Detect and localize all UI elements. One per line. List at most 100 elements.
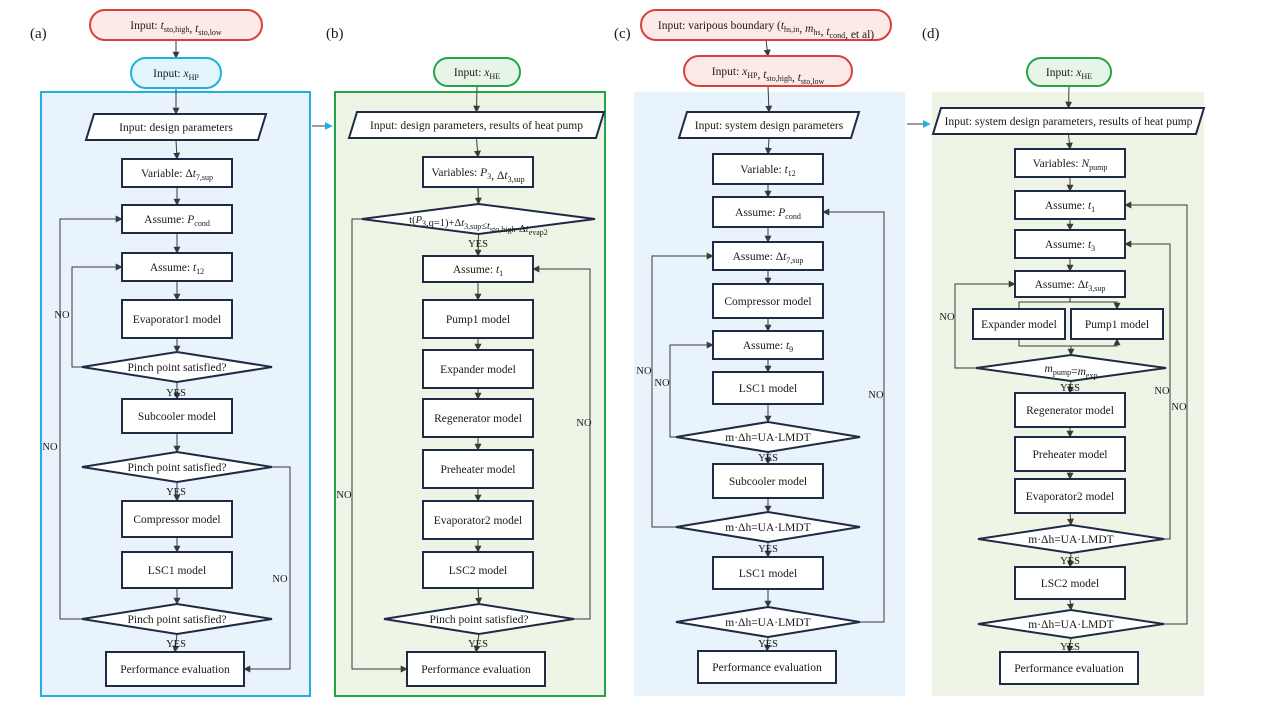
edge-b-e1 xyxy=(473,85,481,113)
label-subscript: 12 xyxy=(788,169,796,178)
label-part: , xyxy=(757,69,763,81)
label-subscript: 1 xyxy=(1091,205,1095,214)
node-a-perf-label: Performance evaluation xyxy=(120,664,230,676)
label-part: m xyxy=(805,23,813,35)
node-c-perf-label: Performance evaluation xyxy=(712,662,822,674)
node-c-var-label: Variable: t12 xyxy=(740,164,796,178)
label-part: P xyxy=(479,167,487,179)
node-d-dt3: Assume: Δt3,sup xyxy=(1014,270,1126,298)
node-d-pre-label: Preheater model xyxy=(1032,449,1107,461)
node-c-in3-label: Input: system design parameters xyxy=(695,120,844,132)
edge-b-e2b xyxy=(474,186,482,205)
label-part: t xyxy=(1088,239,1092,251)
node-b-pp-label: Pinch point satisfied? xyxy=(429,614,528,626)
label-subscript: 3,sup xyxy=(464,222,481,231)
label-part: Regenerator model xyxy=(1026,405,1114,417)
node-c-lsc1b: LSC1 model xyxy=(712,556,824,590)
label-part: t xyxy=(781,20,785,32)
node-d-t1-label: Assume: t1 xyxy=(1045,200,1095,214)
node-c-var: Variable: t12 xyxy=(712,153,824,185)
label-part: t xyxy=(1088,200,1092,212)
label-part: t( xyxy=(409,215,416,226)
node-d-ev2: Evaporator2 model xyxy=(1014,478,1126,514)
edge-label-a-e10: YES xyxy=(166,487,186,498)
label-subscript: sto,low xyxy=(801,77,825,86)
label-part: LSC1 model xyxy=(739,383,797,395)
edge-a-no2 xyxy=(59,215,123,620)
node-d-d2: m·Δh=UA·LMDT xyxy=(977,608,1165,640)
label-part: t xyxy=(526,224,530,235)
label-subscript: HP xyxy=(747,71,758,80)
edge-d-no3 xyxy=(1124,201,1188,625)
label-part: m xyxy=(1078,366,1086,378)
node-d-var-label: Variables: Npump xyxy=(1033,158,1108,172)
edge-label-d-e14: YES xyxy=(1060,642,1080,653)
edge-label-a-e8: YES xyxy=(166,388,186,399)
label-part: Input: system design parameters xyxy=(695,120,844,132)
label-subscript: hs,in xyxy=(784,25,799,34)
label-subscript: 12 xyxy=(196,267,204,276)
label-subscript: 9 xyxy=(789,345,793,354)
node-d-perf: Performance evaluation xyxy=(999,651,1139,685)
node-b-reg: Regenerator model xyxy=(422,398,534,438)
node-a-lsc1-label: LSC1 model xyxy=(148,565,206,577)
node-c-lsc1-label: LSC1 model xyxy=(739,383,797,395)
edge-label-d-no1: NO xyxy=(939,312,955,323)
edge-label-c-e13: YES xyxy=(758,639,778,650)
edge-c-e2 xyxy=(765,85,773,113)
label-part: , xyxy=(799,23,805,35)
label-subscript: 7,sup xyxy=(196,173,213,182)
node-b-lsc2: LSC2 model xyxy=(422,551,534,589)
node-a-t12-label: Assume: t12 xyxy=(150,262,204,276)
node-d-t1: Assume: t1 xyxy=(1014,190,1126,220)
label-part: x xyxy=(741,66,748,78)
node-b-pp: Pinch point satisfied? xyxy=(383,602,575,636)
node-d-lsc2-label: LSC2 model xyxy=(1041,578,1099,590)
edge-label-a-no3: NO xyxy=(272,574,288,585)
label-part: t xyxy=(487,221,491,232)
label-part: Assume: Δ xyxy=(733,251,784,263)
label-part: Subcooler model xyxy=(138,411,216,423)
node-b-in1: Input: xHE xyxy=(433,57,521,87)
label-subscript: cond xyxy=(785,212,801,221)
node-d-mm-label: mpump=mexp xyxy=(1045,363,1098,380)
node-c-d3-label: m·Δh=UA·LMDT xyxy=(725,617,810,629)
edge-b-e11 xyxy=(473,633,481,653)
label-part: Performance evaluation xyxy=(120,664,230,676)
label-part: Subcooler model xyxy=(729,476,807,488)
edge-d-e11 xyxy=(1066,512,1074,526)
edge-c-no1 xyxy=(669,341,714,438)
label-part: Input: xyxy=(454,67,484,79)
node-b-ev2-label: Evaporator2 model xyxy=(434,515,522,527)
label-part: ,q=1)+Δ xyxy=(426,218,461,229)
node-c-comp: Compressor model xyxy=(712,283,824,319)
node-b-t1-label: Assume: t1 xyxy=(453,264,503,278)
node-b-pre-label: Preheater model xyxy=(440,464,515,476)
node-a-sub: Subcooler model xyxy=(121,398,233,434)
node-a-sub-label: Subcooler model xyxy=(138,411,216,423)
node-d-reg: Regenerator model xyxy=(1014,392,1126,428)
label-part: Expander model xyxy=(981,319,1057,331)
label-part: t xyxy=(763,69,767,81)
edge-b-e10 xyxy=(475,587,483,605)
label-part: m·Δh=UA·LMDT xyxy=(725,617,810,629)
node-b-in2-label: Input: design parameters, results of hea… xyxy=(370,120,583,132)
node-a-in1: Input: tsto,high, tsto,low xyxy=(89,9,263,41)
edge-d-e6b xyxy=(1070,301,1121,310)
label-part: = xyxy=(1071,366,1078,378)
node-c-pc-label: Assume: Pcond xyxy=(735,207,801,221)
label-part: x xyxy=(183,68,190,80)
label-part: m·Δh=UA·LMDT xyxy=(725,522,810,534)
label-part: Expander model xyxy=(440,364,516,376)
node-a-ev1-label: Evaporator1 model xyxy=(133,314,221,326)
label-part: Pump1 model xyxy=(1085,319,1149,331)
edge-label-b-e11: YES xyxy=(468,639,488,650)
label-part: Preheater model xyxy=(440,464,515,476)
label-part: Input: xyxy=(130,20,160,32)
edge-label-c-e9: YES xyxy=(758,453,778,464)
node-b-reg-label: Regenerator model xyxy=(434,413,522,425)
label-part: Variable: xyxy=(740,164,784,176)
label-subscript: 3,sup xyxy=(508,175,525,184)
label-part: , Δ xyxy=(491,170,504,182)
